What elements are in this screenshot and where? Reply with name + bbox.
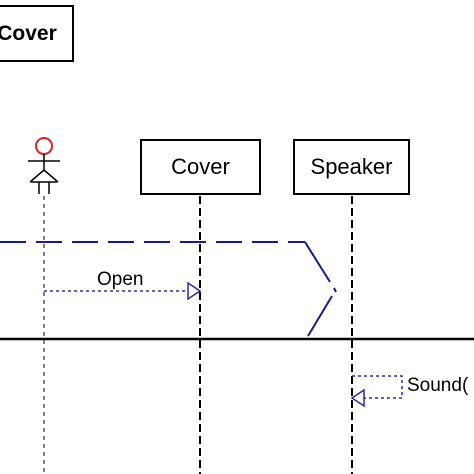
guard-edge-lower bbox=[307, 295, 333, 337]
sound-self-message-line[interactable] bbox=[352, 375, 403, 399]
open-message-label: Open bbox=[97, 269, 144, 290]
frame-label-text: Cover bbox=[0, 21, 57, 45]
lifeline-speaker-box[interactable]: Speaker bbox=[293, 139, 410, 195]
lifeline-cover-label: Cover bbox=[171, 154, 230, 179]
sound-message-label: Sound( bbox=[407, 375, 469, 396]
open-message-arrowhead bbox=[187, 281, 202, 301]
frame-label: Cover bbox=[0, 5, 74, 62]
lifeline-speaker-label: Speaker bbox=[310, 154, 393, 179]
guard-edge-upper bbox=[304, 241, 331, 283]
sound-self-message-arrowhead bbox=[350, 388, 365, 408]
guard-edge-dot bbox=[333, 287, 337, 293]
actor-icon[interactable] bbox=[28, 137, 60, 194]
lifeline-cover-box[interactable]: Cover bbox=[140, 139, 261, 195]
